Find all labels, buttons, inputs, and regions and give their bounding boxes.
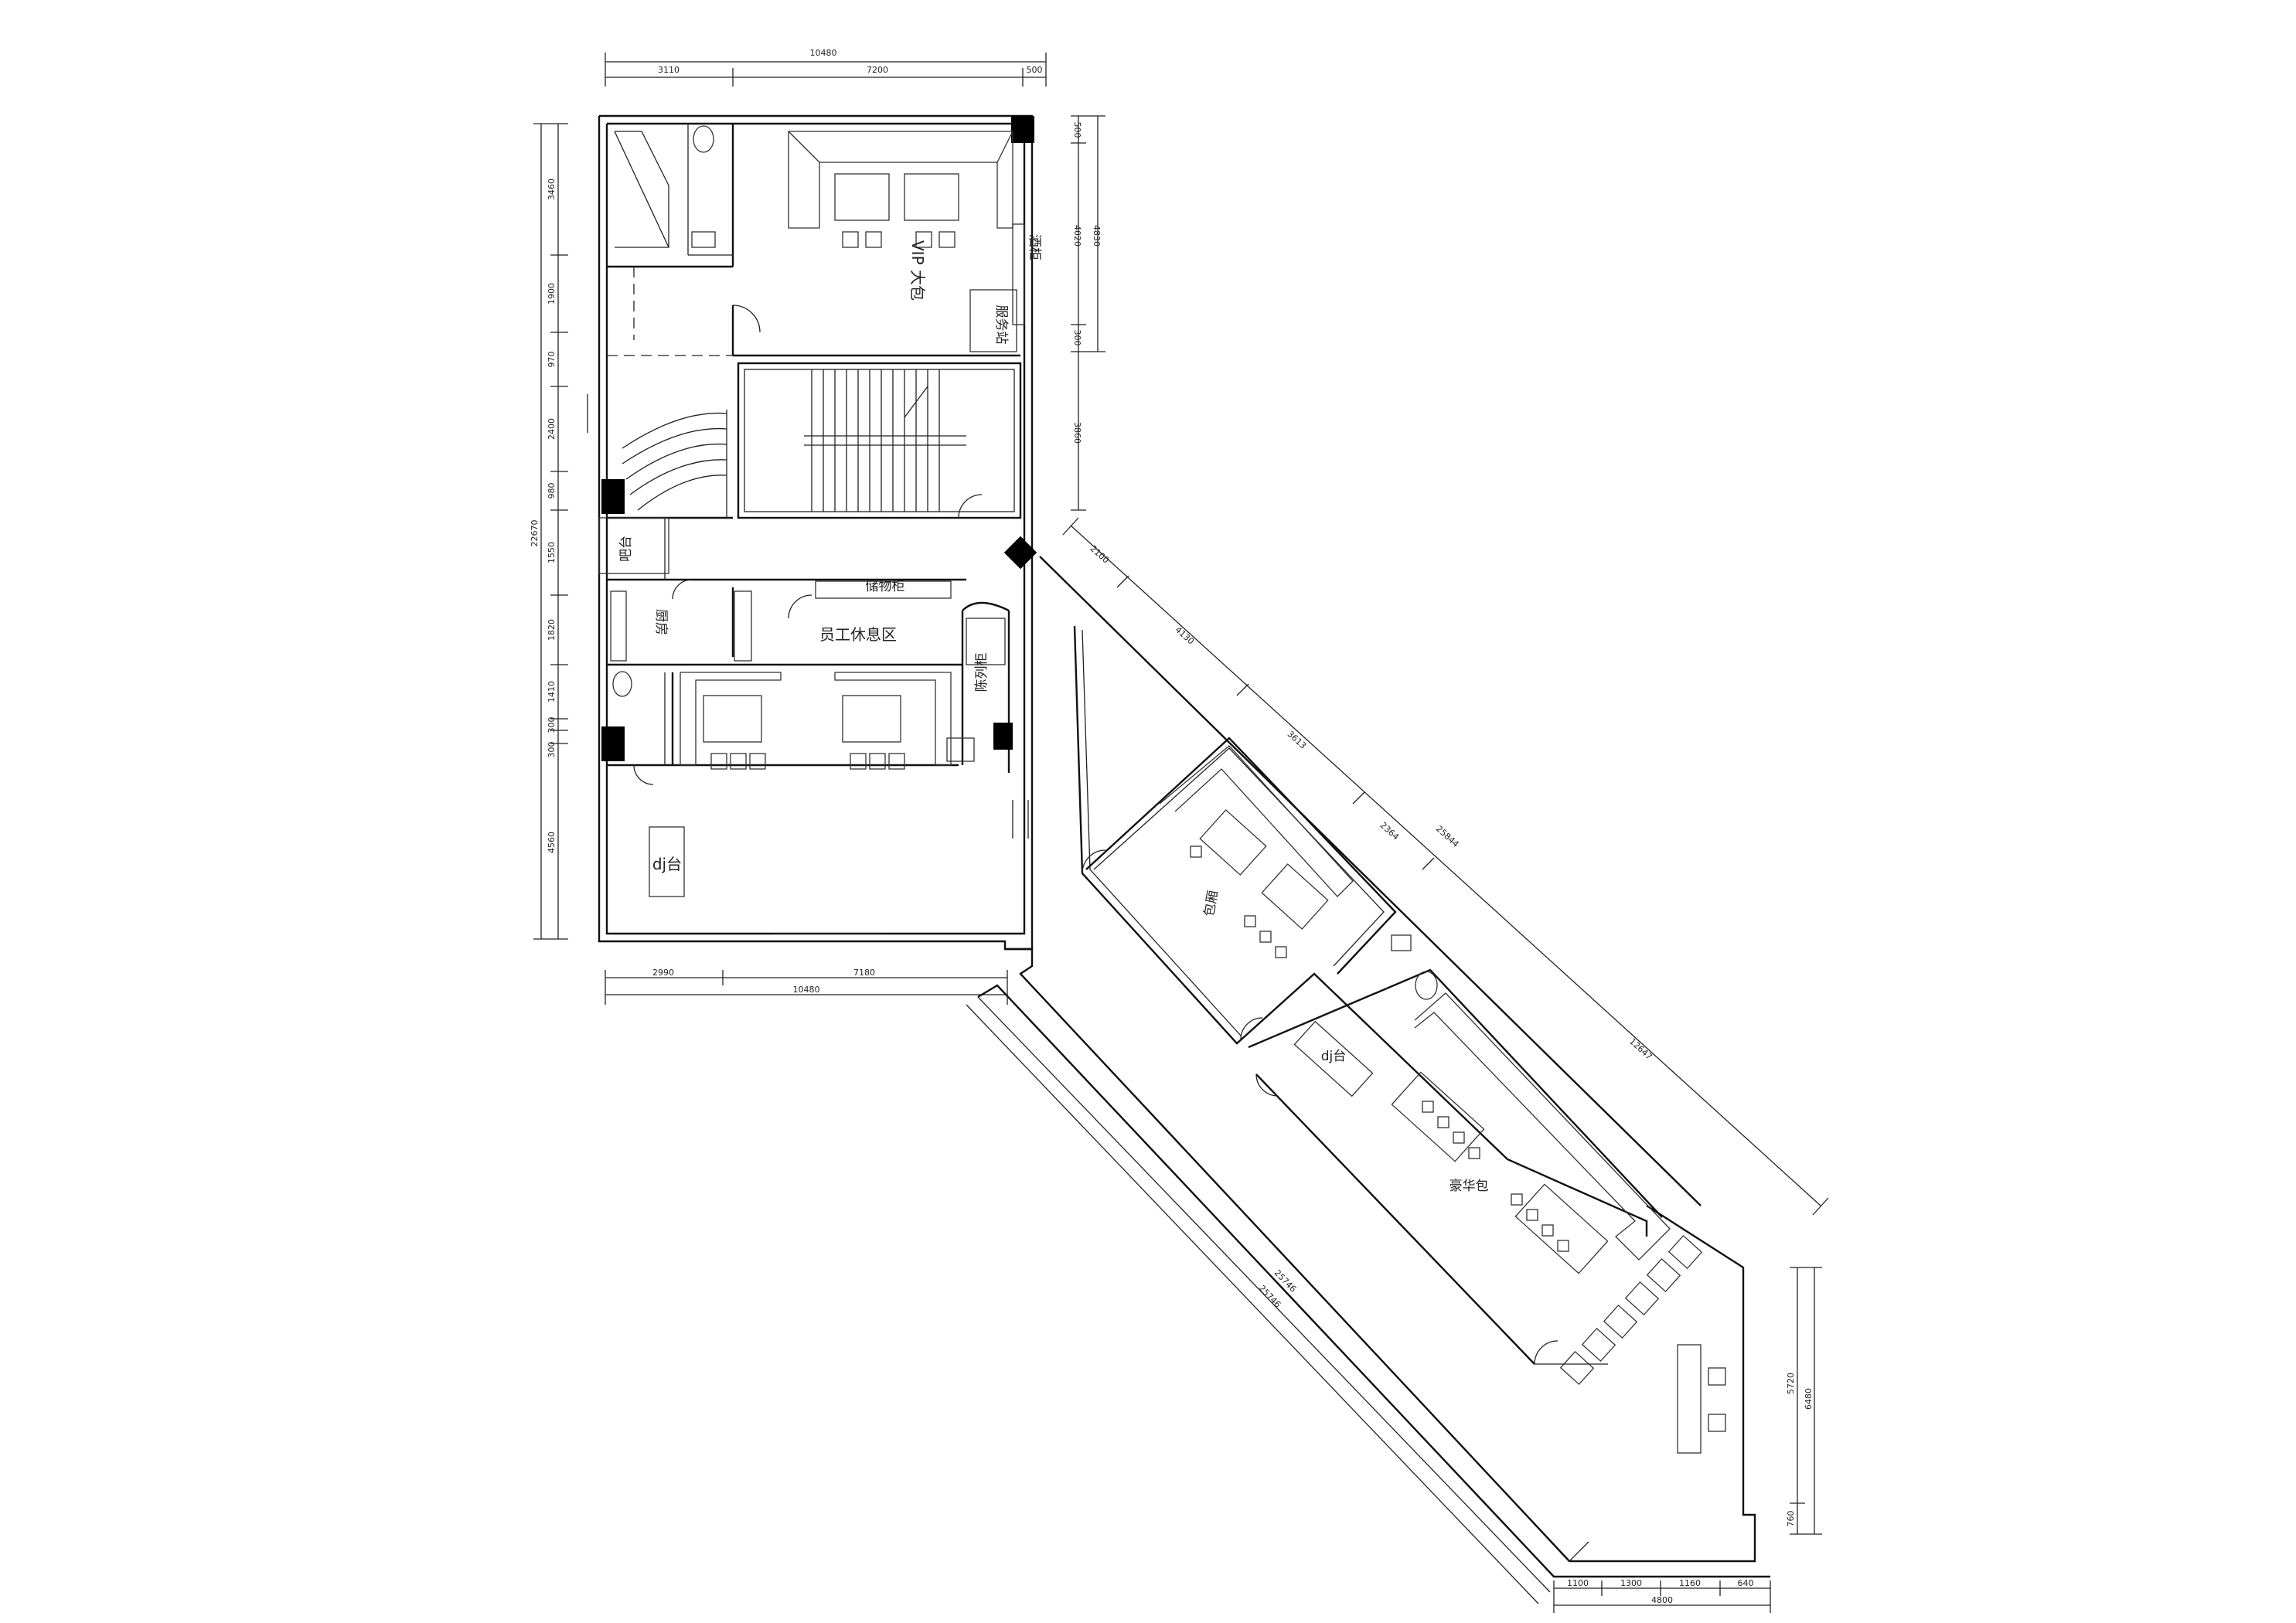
- dim-diag-b: 4130: [1174, 624, 1197, 646]
- dim-right-1: 500: [1072, 122, 1082, 138]
- diagonal-upper-dimensions: 2100 4130 3613 2364 25844 12647: [1062, 517, 1829, 1216]
- label-display-cabinet: 陈列柜: [974, 653, 990, 692]
- tail-right-dimensions: 5720 6480 760: [1786, 1267, 1822, 1535]
- dim-left-5: 980: [547, 483, 557, 499]
- column-5: [1003, 536, 1037, 570]
- dim-left-7: 1820: [547, 619, 557, 641]
- dim-diag-f: 12647: [1627, 1036, 1654, 1062]
- dim-tail-a: 1100: [1567, 1578, 1589, 1588]
- dim-diag-lower-b: 25746: [1257, 1283, 1283, 1309]
- main-block-walls: [598, 114, 1034, 951]
- dim-right-5: 3860: [1072, 422, 1082, 444]
- dim-diag-d: 2364: [1378, 820, 1402, 842]
- dim-top-total: 10480: [810, 48, 837, 58]
- columns: [601, 116, 1037, 761]
- diagonal-lower-dimensions: 25746 25746: [966, 996, 1551, 1604]
- label-service-station: 服务站: [993, 305, 1009, 345]
- label-vip-large: 豪华包: [1449, 1178, 1489, 1194]
- dim-bottom-total: 10480: [793, 985, 820, 995]
- dim-tail-right-c: 760: [1786, 1511, 1796, 1527]
- diagonal-wing-walls: [977, 556, 1770, 1578]
- label-dj-side: dj台: [1321, 1049, 1347, 1064]
- dim-tail-right-b: 6480: [1804, 1388, 1814, 1410]
- dim-tail-b: 1300: [1620, 1578, 1642, 1588]
- dim-left-1: 3460: [547, 179, 557, 200]
- dim-left-4: 2400: [547, 418, 557, 440]
- room-labels: VIP 大包 酒柜 服务站 吧台 厨房 员工休息区 储物柜 陈列柜 dj台 包厢…: [618, 234, 1489, 1194]
- label-bar-counter: 吧台: [618, 536, 634, 562]
- column-2: [601, 479, 625, 514]
- dim-left-total: 22670: [530, 520, 540, 547]
- sofa-area-furniture: [612, 671, 952, 897]
- doors-wing: [1082, 849, 1589, 1562]
- right-dimensions: 500 4020 4830 300 3860: [1071, 115, 1105, 511]
- left-dimensions: 22670 3460 1900 970 2400 980 1550 1820 1…: [530, 123, 568, 940]
- middle-room-furniture: [1159, 745, 1438, 1000]
- dim-tail-d: 640: [1738, 1578, 1754, 1588]
- column-1: [1011, 116, 1034, 143]
- dim-diag-e: 25844: [1434, 824, 1461, 849]
- dim-diag-c: 3613: [1286, 729, 1309, 750]
- dim-bottom-a: 2990: [652, 968, 674, 978]
- tail-bottom-dimensions: 1100 1300 1160 640 4800: [1553, 1578, 1771, 1613]
- dim-right-4: 300: [1072, 330, 1082, 346]
- large-room-furniture: [1293, 992, 1726, 1454]
- label-dj-main: dj台: [652, 855, 682, 873]
- dim-left-8: 1410: [547, 681, 557, 703]
- dim-left-6: 1550: [547, 542, 557, 563]
- dim-left-2: 1900: [547, 283, 557, 305]
- column-4: [993, 723, 1013, 750]
- label-mid-room: 包厢: [1201, 890, 1221, 918]
- label-staff-lounge: 员工休息区: [819, 625, 897, 644]
- dim-top-a: 3110: [658, 65, 680, 75]
- dim-tail-right-a: 5720: [1786, 1373, 1796, 1394]
- dim-left-11: 4560: [547, 832, 557, 853]
- top-bathroom-fixtures: [691, 125, 716, 248]
- dim-tail-c: 1160: [1679, 1578, 1701, 1588]
- dim-right-3: 4830: [1092, 225, 1102, 247]
- middle-area-furniture: [598, 517, 1006, 762]
- label-wine-cabinet: 酒柜: [1027, 234, 1042, 260]
- dim-left-10: 300: [547, 742, 557, 758]
- label-stock-cabinet: 储物柜: [866, 579, 905, 594]
- dim-diag-a: 2100: [1088, 543, 1112, 565]
- bottom-dimensions: 2990 7180 10480: [605, 968, 1008, 1005]
- dim-left-3: 970: [547, 352, 557, 368]
- vip-room-furniture: [788, 131, 1025, 352]
- top-dimensions: 10480 3110 7200 500: [605, 48, 1047, 87]
- dim-top-c: 500: [1027, 65, 1043, 75]
- label-vip-room-top: VIP 大包: [908, 240, 927, 301]
- dim-tail-total: 4800: [1651, 1595, 1673, 1605]
- dim-left-9: 300: [547, 717, 557, 733]
- doors-main: [587, 305, 1029, 934]
- dim-bottom-b: 7180: [853, 968, 875, 978]
- column-3: [601, 726, 625, 761]
- dim-right-2: 4020: [1072, 225, 1082, 247]
- label-kitchen: 厨房: [653, 609, 669, 635]
- stairs: [804, 369, 966, 512]
- dim-top-b: 7200: [867, 65, 888, 75]
